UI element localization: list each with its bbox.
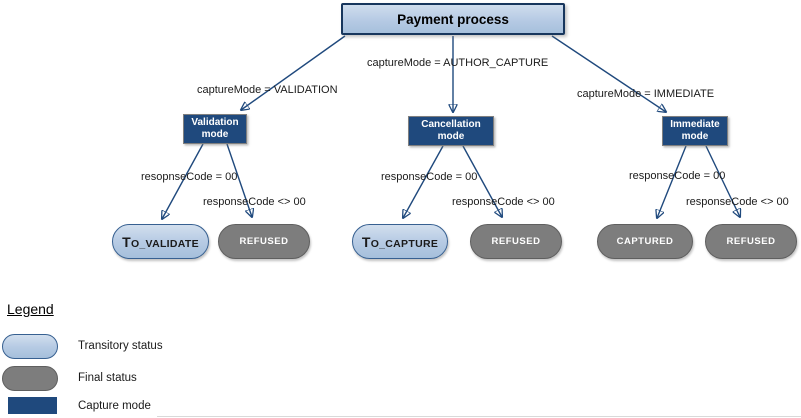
condition-label-author-capture: captureMode = AUTHOR_CAPTURE (367, 57, 549, 69)
legend-capture-mode-label: Capture mode (78, 400, 151, 412)
response-label-validation-ko: responseCode <> 00 (203, 196, 306, 208)
page-bottom-border (157, 416, 801, 417)
condition-label-validation: captureMode = VALIDATION (197, 84, 338, 96)
response-label-validation-ok: resopnseCode = 00 (141, 171, 238, 183)
status-to-capture-label: TO_CAPTURE (361, 233, 439, 250)
status-refused-validation: REFUSED (218, 224, 310, 259)
edge-root-immediate (551, 35, 666, 112)
legend-title: Legend (7, 301, 54, 317)
payment-process-node: Payment process (341, 3, 565, 35)
status-to-validate: TO_VALIDATE (112, 224, 209, 259)
edge-immediate-captured (657, 145, 687, 218)
transitory-status-swatch (2, 334, 58, 359)
response-label-cancellation-ko: responseCode <> 00 (452, 196, 555, 208)
status-to-validate-label: TO_VALIDATE (122, 233, 199, 250)
condition-label-immediate: captureMode = IMMEDIATE (577, 88, 715, 100)
validation-mode-label: Validation mode (191, 116, 239, 141)
response-label-immediate-ko: responseCode <> 00 (686, 196, 789, 208)
response-label-cancellation-ok: responseCode = 00 (381, 171, 478, 183)
status-to-capture: TO_CAPTURE (352, 224, 448, 259)
final-status-swatch (2, 366, 58, 391)
response-label-immediate-ok: responseCode = 00 (629, 170, 726, 182)
validation-mode-node: Validation mode (183, 114, 247, 144)
status-refused-cancellation-label: REFUSED (491, 236, 541, 247)
immediate-mode-node: Immediate mode (662, 116, 728, 146)
capture-mode-swatch (8, 397, 57, 414)
payment-process-label: Payment process (397, 11, 509, 27)
immediate-mode-label: Immediate mode (670, 118, 720, 143)
cancellation-mode-label: Cancellation mode (421, 118, 481, 143)
status-refused-immediate-label: REFUSED (726, 236, 776, 247)
status-captured-label: CAPTURED (616, 236, 674, 247)
status-refused-immediate: REFUSED (705, 224, 797, 259)
status-refused-validation-label: REFUSED (239, 236, 289, 247)
edge-root-validation (241, 35, 346, 110)
cancellation-mode-node: Cancellation mode (408, 116, 494, 146)
status-refused-cancellation: REFUSED (470, 224, 562, 259)
status-captured: CAPTURED (597, 224, 693, 259)
legend-final-label: Final status (78, 372, 137, 384)
legend-transitory-label: Transitory status (78, 340, 163, 352)
